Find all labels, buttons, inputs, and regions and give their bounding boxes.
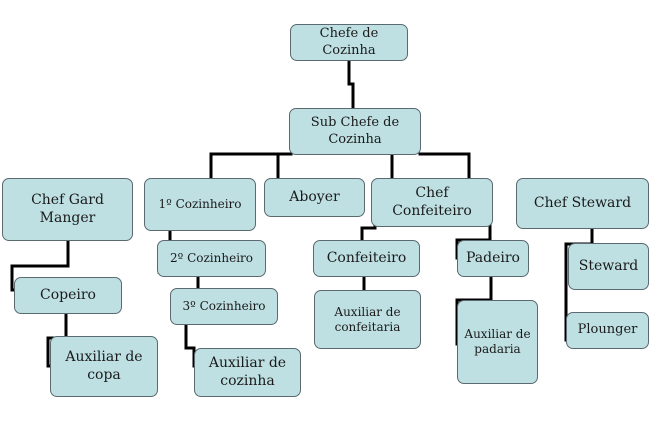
connector-bus-right	[418, 152, 471, 180]
node-label: Sub Chefe de Cozinha	[310, 115, 400, 147]
node-label: Chefe de Cozinha	[319, 26, 379, 58]
node-copeiro: Copeiro	[14, 277, 122, 314]
node-chef-steward: Chef Steward	[516, 178, 649, 229]
node-chefe-de-cozinha: Chefe de Cozinha	[290, 24, 408, 61]
node-plounger: Plounger	[566, 312, 649, 349]
connector-bus-left	[209, 152, 293, 180]
node-label: Copeiro	[40, 286, 96, 303]
node-label: Plounger	[577, 322, 638, 338]
connector-gard-copeiro	[10, 238, 70, 292]
node-terceiro-cozinheiro: 3º Cozinheiro	[170, 288, 278, 325]
node-padeiro: Padeiro	[457, 240, 529, 277]
node-label: Confeiteiro	[326, 249, 407, 266]
node-label: Aboyer	[289, 188, 340, 205]
node-label: 1º Cozinheiro	[158, 197, 242, 211]
connector-copeiro-auxcopa	[46, 312, 68, 368]
node-label: Auxiliar de cozinha	[208, 355, 287, 389]
node-auxiliar-de-padaria: Auxiliar de padaria	[457, 300, 538, 384]
node-label: Chef Confeiteiro	[392, 185, 472, 219]
node-primeiro-cozinheiro: 1º Cozinheiro	[144, 178, 256, 231]
node-label: Auxiliar de confeitaria	[334, 304, 401, 334]
node-label: 3º Cozinheiro	[182, 299, 266, 313]
node-chef-gard-manger: Chef Gard Manger	[2, 178, 133, 241]
node-label: Padeiro	[466, 249, 520, 266]
node-label: Chef Steward	[533, 194, 632, 211]
connector-chefe-subchefe	[347, 58, 355, 110]
node-label: Auxiliar de padaria	[464, 327, 531, 356]
node-label: Auxiliar de copa	[65, 349, 143, 383]
node-steward: Steward	[568, 243, 649, 290]
node-auxiliar-de-copa: Auxiliar de copa	[50, 336, 158, 397]
node-chef-confeiteiro: Chef Confeiteiro	[371, 178, 493, 227]
node-auxiliar-de-confeitaria: Auxiliar de confeitaria	[314, 290, 421, 349]
node-confeiteiro: Confeiteiro	[313, 240, 420, 277]
node-auxiliar-de-cozinha: Auxiliar de cozinha	[194, 348, 301, 397]
node-label: Steward	[578, 257, 639, 274]
node-label: 2º Cozinheiro	[169, 251, 253, 265]
connector-cozinheiro3-aux	[184, 316, 196, 368]
node-segundo-cozinheiro: 2º Cozinheiro	[157, 240, 266, 277]
node-aboyer: Aboyer	[264, 178, 365, 217]
node-label: Chef Gard Manger	[31, 192, 104, 226]
node-sub-chefe-de-cozinha: Sub Chefe de Cozinha	[289, 108, 421, 155]
